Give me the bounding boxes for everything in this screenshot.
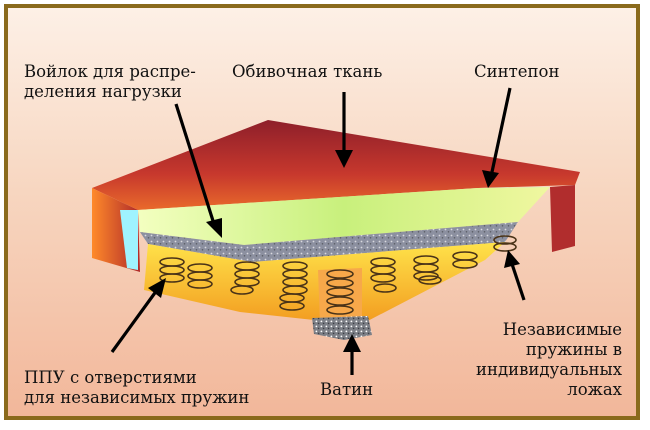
- spring-icon: [282, 261, 308, 295]
- sintepon-highlight: [120, 210, 138, 270]
- label-felt-line2: деления нагрузки: [24, 82, 182, 101]
- sintepon-layer: [138, 187, 550, 245]
- arrow-icon: [504, 250, 526, 301]
- spring-icon: [279, 293, 305, 311]
- label-upholstery-fabric: Обивочная ткань: [232, 62, 383, 81]
- spring-icon: [230, 285, 254, 295]
- arrow-icon: [110, 278, 166, 353]
- label-felt-line1: Войлок для распре-: [24, 62, 196, 81]
- label-vatin: Ватин: [320, 380, 374, 399]
- label-springs-line2: пружины в: [525, 340, 622, 359]
- arrow-icon: [335, 92, 353, 168]
- label-ppu: ППУ с отверстиями для независимых пружин: [24, 368, 249, 408]
- label-ppu-line2: для независимых пружин: [24, 388, 250, 407]
- spring-icon: [452, 251, 478, 269]
- spring-icon: [413, 255, 439, 281]
- mattress-top-fabric: [92, 120, 580, 210]
- arrow-icon: [482, 87, 512, 188]
- label-independent-springs: Независимые пружины в индивидуальных лож…: [476, 320, 622, 400]
- label-felt: Войлок для распре- деления нагрузки: [24, 62, 196, 102]
- spring-icon: [370, 257, 396, 283]
- spring-icon: [373, 283, 397, 293]
- label-springs-line3: индивидуальных: [475, 360, 622, 379]
- spring-icon: [159, 257, 185, 283]
- spring-icon: [493, 235, 517, 252]
- label-ppu-line1: ППУ с отверстиями: [24, 368, 197, 387]
- mattress-side-right: [550, 185, 575, 252]
- springs-group: [159, 235, 517, 315]
- arrow-icon: [174, 103, 222, 238]
- arrows-group: [110, 87, 526, 375]
- spring-icon: [187, 263, 213, 289]
- label-springs-line4: ложах: [567, 380, 622, 399]
- label-springs-line1: Независимые: [502, 320, 622, 339]
- felt-layer: [140, 222, 518, 262]
- label-sintepon: Синтепон: [474, 62, 560, 81]
- spring-icon: [234, 261, 260, 287]
- vatin-layer: [312, 316, 372, 340]
- spring-icon: [326, 269, 354, 315]
- arrow-icon: [343, 334, 361, 375]
- spring-icon: [418, 275, 442, 285]
